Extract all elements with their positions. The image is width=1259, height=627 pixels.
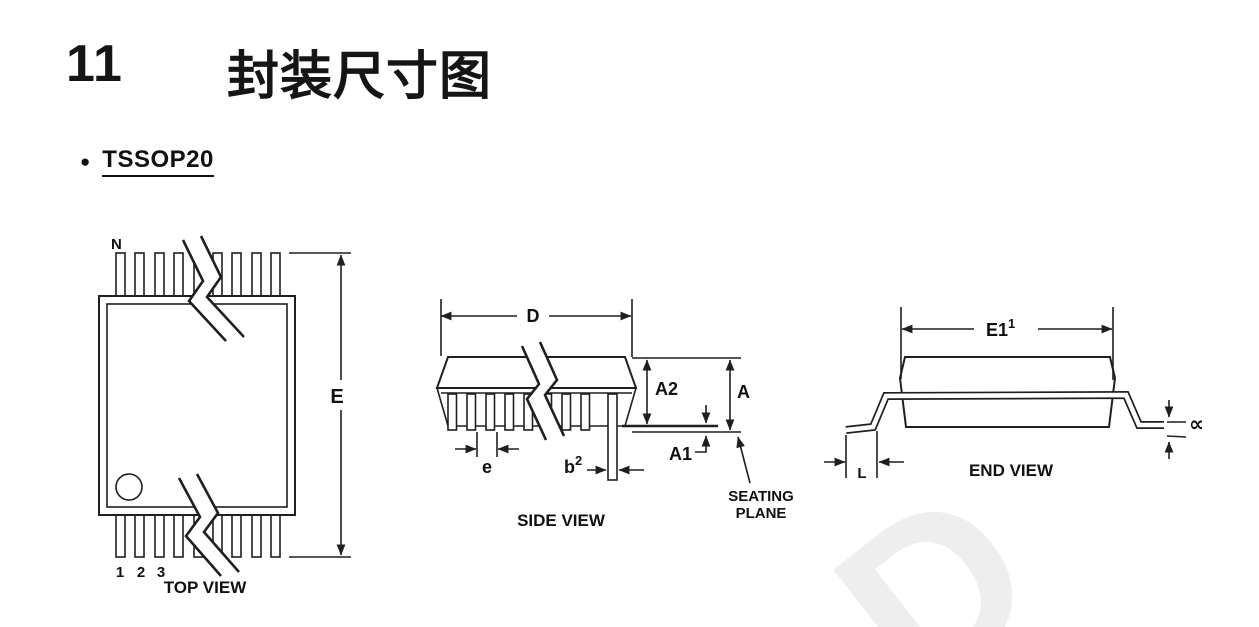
pin bbox=[173, 513, 184, 558]
pin bbox=[580, 393, 591, 431]
dim-label-E: E bbox=[330, 386, 343, 408]
pin bbox=[173, 252, 184, 298]
pin-n-label: N bbox=[111, 236, 122, 253]
seating-plane-label-line1: SEATING bbox=[728, 488, 794, 505]
dimension-A1: A1 bbox=[669, 405, 711, 464]
dim-label-e: e bbox=[482, 457, 492, 477]
top-view-caption: TOP VIEW bbox=[164, 578, 247, 597]
end-view-drawing: E11 L ∝ END VIEW bbox=[824, 307, 1204, 482]
dim-label-A: A bbox=[737, 382, 750, 402]
pin bbox=[115, 513, 126, 558]
section-title: 封装尺寸图 bbox=[226, 48, 492, 106]
dimension-A2: A2 bbox=[642, 359, 678, 425]
pin bbox=[270, 513, 281, 558]
pin-number-1: 1 bbox=[116, 564, 124, 581]
pin bbox=[231, 513, 242, 558]
gull-wing-leads bbox=[845, 390, 1164, 434]
dim-label-b2: b2 bbox=[564, 453, 582, 477]
pin bbox=[485, 393, 496, 431]
end-view-caption: END VIEW bbox=[969, 461, 1054, 480]
package-list-item: ● TSSOP20 bbox=[80, 146, 214, 177]
side-view-drawing: D A2 A A1 bbox=[435, 299, 794, 530]
dim-label-E1: E11 bbox=[986, 316, 1015, 340]
pin-number-2: 2 bbox=[137, 564, 145, 581]
dimension-alpha: ∝ bbox=[1164, 400, 1204, 459]
pin bbox=[154, 252, 165, 298]
pin bbox=[251, 252, 262, 298]
dimension-A: A bbox=[725, 359, 750, 431]
dimension-E1: E11 bbox=[900, 307, 1114, 380]
pin bbox=[231, 252, 242, 298]
dimension-e: e bbox=[455, 432, 519, 477]
pin bbox=[134, 252, 145, 298]
dim-label-A1: A1 bbox=[669, 444, 692, 464]
dim-label-D: D bbox=[527, 306, 540, 326]
dimension-D: D bbox=[440, 299, 633, 357]
side-view-caption: SIDE VIEW bbox=[517, 511, 606, 530]
pin bbox=[134, 513, 145, 558]
dim-label-alpha: ∝ bbox=[1189, 412, 1204, 436]
break-symbol bbox=[520, 341, 566, 441]
section-number: 11 bbox=[66, 35, 123, 93]
bullet-icon: ● bbox=[80, 152, 91, 171]
dim-label-A2: A2 bbox=[655, 379, 678, 399]
pin-b2 bbox=[607, 393, 618, 481]
dimension-L: L bbox=[824, 431, 904, 482]
seating-plane-callout: SEATING PLANE bbox=[728, 436, 794, 522]
break-symbol bbox=[181, 235, 245, 342]
pin bbox=[561, 393, 572, 431]
pin bbox=[115, 252, 126, 298]
pin bbox=[251, 513, 262, 558]
top-view-drawing: E N 1 2 3 TOP VIEW bbox=[98, 235, 351, 597]
pin bbox=[447, 393, 458, 431]
dimension-b2: b2 bbox=[564, 453, 644, 477]
package-name: TSSOP20 bbox=[102, 146, 214, 177]
pin bbox=[154, 513, 165, 558]
dim-label-L: L bbox=[857, 465, 866, 482]
pin1-indicator bbox=[115, 473, 143, 501]
pin bbox=[504, 393, 515, 431]
pin-number-3: 3 bbox=[157, 564, 165, 581]
break-symbol bbox=[177, 473, 240, 577]
section-heading: 11 封装尺寸图 bbox=[66, 34, 492, 109]
pin bbox=[466, 393, 477, 431]
dimension-E: E bbox=[289, 252, 351, 558]
pin bbox=[270, 252, 281, 298]
seating-plane-label-line2: PLANE bbox=[736, 505, 787, 522]
